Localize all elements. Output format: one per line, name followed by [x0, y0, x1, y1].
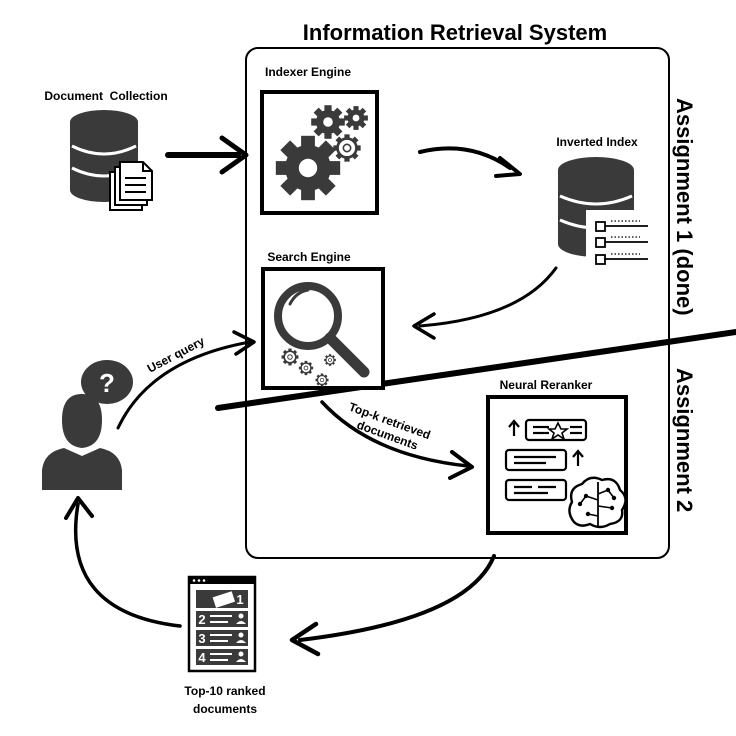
neural-reranker-node: Neural Reranker — [486, 378, 628, 535]
magnifier-icon — [274, 282, 370, 378]
arrow-user-query-head — [232, 330, 256, 356]
arrow-index-to-search — [418, 266, 558, 328]
assignment-1-label: Assignment 1 (done) — [672, 98, 697, 316]
ranked-documents-label-line1: Top-10 ranked — [184, 684, 265, 698]
assignment-2-label: Assignment 2 — [672, 368, 697, 512]
user-icon — [42, 394, 122, 490]
speech-bubble-icon: ? — [81, 360, 133, 410]
rank-3: 3 — [198, 631, 205, 646]
question-mark: ? — [99, 368, 115, 398]
document-collection-label: Document Collection — [44, 89, 167, 103]
ranked-documents-node: 1 2 3 4 Top-10 ranked documents — [184, 575, 266, 716]
rank-1: 1 — [236, 592, 243, 607]
ranked-list-icon: 1 2 3 4 — [187, 575, 257, 673]
neural-reranker-label: Neural Reranker — [500, 378, 593, 392]
arrow-reranker-to-ranked — [298, 554, 496, 642]
inverted-index-node: Inverted Index — [556, 135, 648, 268]
indexer-engine-node: Indexer Engine — [260, 65, 379, 215]
brain-icon — [568, 476, 627, 529]
system-container — [245, 47, 670, 559]
ranking-cards-icon — [504, 418, 588, 502]
ranked-documents-label-line2: documents — [193, 702, 257, 716]
user-node: ? — [42, 360, 133, 490]
search-engine-node: Search Engine — [261, 250, 385, 390]
documents-stack-icon — [109, 161, 153, 211]
arrow-collection-to-indexer-head — [219, 135, 249, 175]
assignment-divider — [215, 329, 736, 411]
rank-2: 2 — [198, 612, 205, 627]
search-engine-label: Search Engine — [267, 250, 351, 264]
document-collection-node: Document Collection — [44, 89, 168, 211]
arrow-indexer-to-index — [418, 146, 512, 170]
rank-4: 4 — [198, 650, 206, 665]
arrow-index-to-search-head — [412, 312, 436, 340]
arrow-user-query — [116, 340, 252, 430]
diagram-title: Information Retrieval System — [303, 20, 607, 45]
arrow-ranked-to-user — [73, 502, 182, 628]
indexer-engine-label: Indexer Engine — [265, 65, 351, 79]
arrow-ranked-to-user-head — [64, 496, 94, 520]
arrow-reranker-to-ranked-head — [289, 621, 321, 657]
inverted-index-label: Inverted Index — [556, 135, 638, 149]
user-query-label: User query — [145, 334, 207, 376]
arrow-search-to-reranker — [320, 400, 470, 468]
arrow-search-to-reranker-head — [448, 450, 474, 480]
index-list-icon — [586, 210, 648, 268]
arrow-indexer-to-index-head — [494, 156, 522, 178]
